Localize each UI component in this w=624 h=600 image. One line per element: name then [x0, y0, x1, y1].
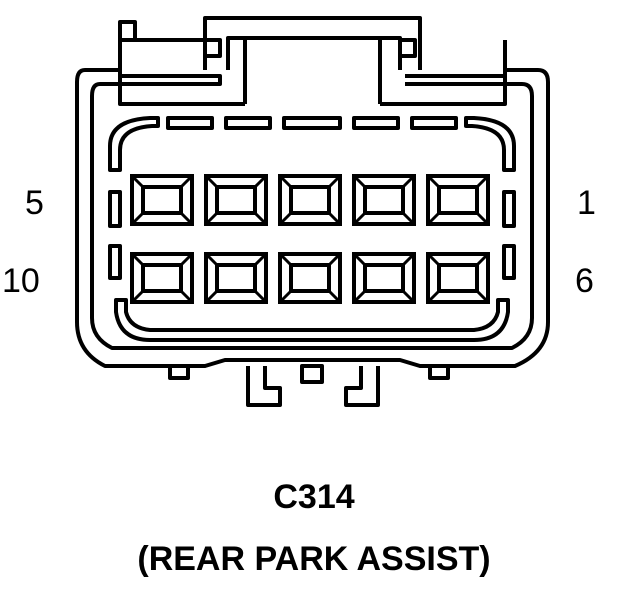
- seal-outline: [108, 116, 516, 342]
- pin-label-1: 1: [577, 184, 596, 222]
- cavity-6: [426, 252, 490, 304]
- pin-label-10: 10: [2, 262, 40, 300]
- pin-label-6: 6: [575, 262, 594, 300]
- connector-housing: [75, 16, 550, 407]
- connector-id: C314: [273, 478, 354, 516]
- cavity-5: [130, 174, 194, 226]
- pin-label-5: 5: [25, 184, 44, 222]
- cavity-1: [426, 174, 490, 226]
- cavity-8: [278, 252, 342, 304]
- cavity-grid: [130, 174, 490, 304]
- connector-description: (REAR PARK ASSIST): [137, 540, 490, 578]
- cavity-10: [130, 252, 194, 304]
- cavity-4: [204, 174, 268, 226]
- cavity-7: [352, 252, 416, 304]
- cavity-2: [352, 174, 416, 226]
- cavity-3: [278, 174, 342, 226]
- cavity-9: [204, 252, 268, 304]
